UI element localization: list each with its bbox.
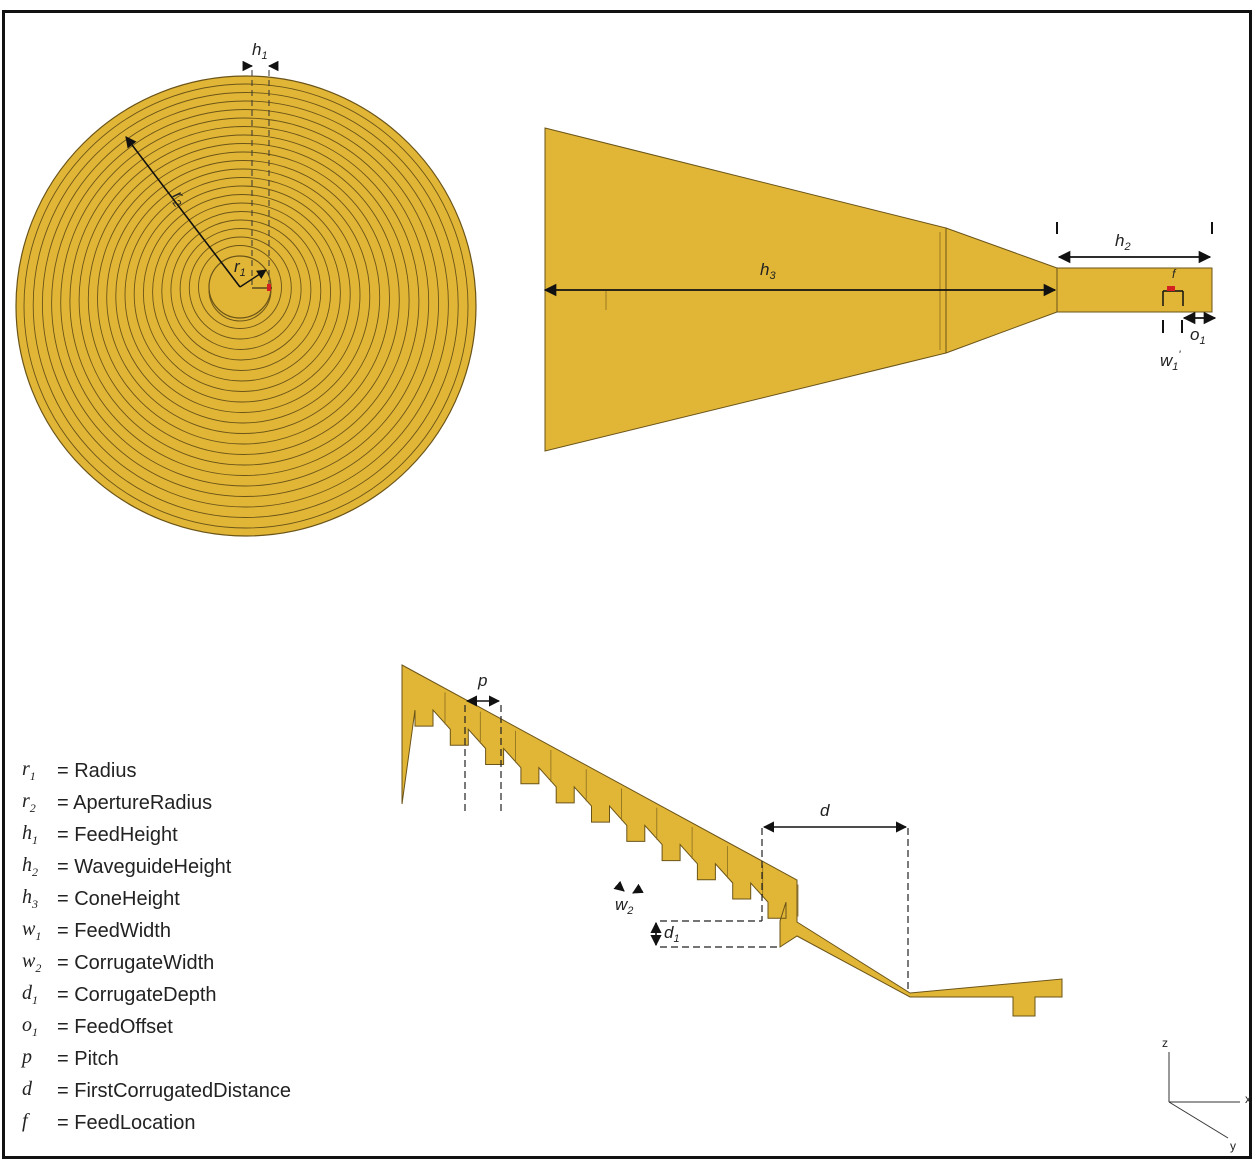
legend-symbol: p (22, 1046, 32, 1068)
corrugation-ring (23, 83, 469, 529)
d1-label: d1 (664, 923, 680, 945)
w1-label: w1' (1160, 349, 1181, 373)
y-axis-line (1168, 1101, 1229, 1139)
corrugation-ring (60, 117, 430, 487)
y-axis-label: y (1230, 1139, 1236, 1153)
legend-symbol: w2 (22, 950, 42, 975)
o1-label: o1 (1190, 325, 1206, 347)
corrugation-ring (142, 194, 341, 392)
corrugation-rings (23, 83, 469, 529)
corrugation-ring (32, 92, 459, 518)
h2-label: h2 (1115, 231, 1131, 253)
legend-symbol: h3 (22, 886, 38, 911)
legend-description: = FeedHeight (57, 824, 178, 846)
waveguide-section (1056, 267, 1213, 313)
legend-symbol: d (22, 1078, 32, 1100)
legend-symbol: d1 (22, 982, 38, 1007)
section-inner-lines (444, 692, 799, 917)
legend-description: = FeedWidth (57, 920, 171, 942)
feed-disk-shadow (208, 289, 272, 322)
legend-description: = WaveguideHeight (57, 856, 232, 878)
corrugation-ring (115, 168, 371, 424)
corrugation-ring (97, 151, 390, 445)
p-label: p (477, 671, 487, 690)
legend-description: = FirstCorrugatedDistance (57, 1080, 291, 1102)
legend-symbol: f⃗ (22, 1110, 44, 1132)
legend-symbol: r1 (22, 758, 36, 783)
w2-arrow-right (632, 883, 644, 894)
corrugation-ring (124, 177, 361, 413)
feed-probe-marker (1167, 286, 1175, 291)
legend-symbol: w1 (22, 918, 42, 943)
legend-description: = CorrugateWidth (57, 952, 215, 974)
corrugation-ring (161, 211, 322, 371)
top-view: h1 r2 r1 (15, 40, 477, 537)
w2-arrow-left (613, 880, 625, 892)
corrugation-ring (198, 245, 282, 329)
legend-description: = FeedLocation (57, 1112, 196, 1134)
corrugation-ring (133, 185, 351, 403)
corrugation-ring (87, 143, 400, 455)
r2-arrow (125, 136, 241, 288)
w2-label: w2 (615, 895, 633, 917)
r1-label: r1 (234, 257, 246, 279)
corrugation-ring (51, 109, 440, 497)
axes-triad: z x y (1162, 1036, 1251, 1153)
corrugation-ring (152, 202, 332, 382)
section-view: p d w2 d1 (401, 664, 1063, 1017)
legend-description: = ConeHeight (57, 888, 180, 910)
legend-symbol: r2 (22, 790, 36, 815)
figure-frame (2, 10, 1252, 1159)
z-axis-label: z (1162, 1036, 1168, 1050)
r1-arrow (239, 269, 267, 288)
d-label: d (820, 801, 830, 820)
corrugation-ring (188, 236, 292, 340)
corrugation-ring (106, 160, 381, 434)
side-view: h3 h2 f o1 w1' (543, 127, 1217, 452)
x-axis-label: x (1245, 1092, 1251, 1106)
h1-label: h1 (252, 40, 268, 62)
feed-location-label: f (1172, 267, 1177, 281)
legend-description: = Radius (57, 760, 137, 782)
legend-description: = CorrugateDepth (57, 984, 217, 1006)
corrugation-ring (41, 100, 449, 508)
legend-symbol: h2 (22, 854, 38, 879)
legend-description: = ApertureRadius (57, 792, 213, 814)
corrugation-ring (179, 228, 302, 350)
corrugation-ring (69, 126, 420, 476)
h3-label: h3 (760, 260, 776, 282)
legend-description: = FeedOffset (57, 1016, 173, 1038)
corrugation-ring (170, 219, 312, 361)
corrugated-profile (401, 664, 1063, 1017)
legend-symbol: h1 (22, 822, 38, 847)
legend-symbol: o1 (22, 1014, 38, 1039)
legend-description: = Pitch (57, 1048, 119, 1070)
corrugation-ring (78, 134, 410, 466)
feed-probe-dot (267, 284, 271, 291)
